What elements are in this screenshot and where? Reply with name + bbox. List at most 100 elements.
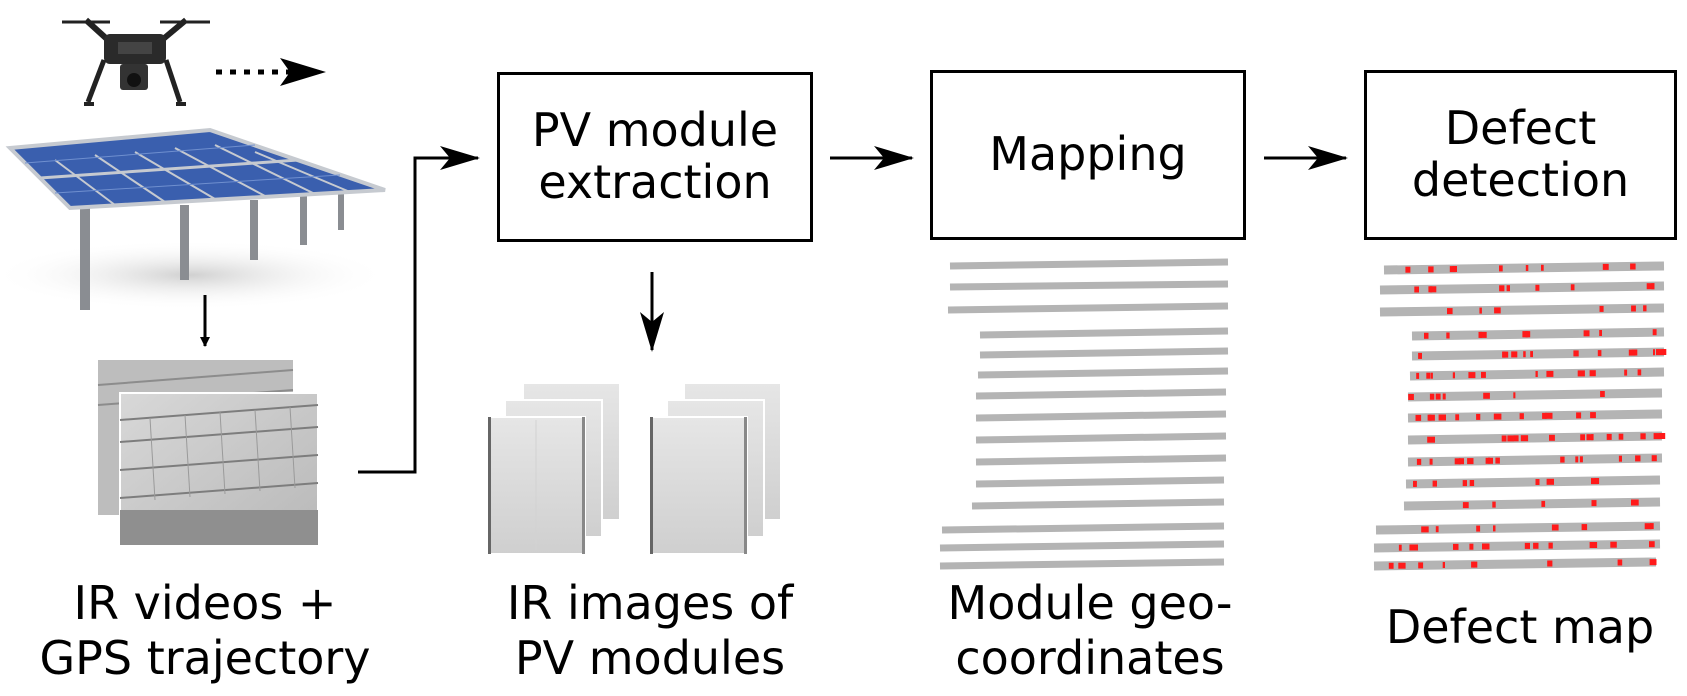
defect-mark — [1533, 542, 1539, 549]
defect-mark — [1471, 561, 1475, 568]
defect-mark — [1583, 330, 1590, 337]
defect-mark — [1591, 478, 1599, 485]
defect-mark — [1545, 412, 1553, 419]
geo-row — [975, 410, 1227, 422]
defect-mark — [1599, 305, 1604, 312]
defect-mark — [1650, 523, 1654, 530]
defect-mark — [1501, 435, 1507, 442]
defect-mark — [1548, 542, 1553, 549]
defect-mark — [1438, 414, 1446, 421]
defect-mark — [1589, 370, 1596, 377]
defect-mark — [1430, 372, 1433, 379]
defect-row — [1379, 303, 1665, 317]
defect-mark — [1428, 266, 1434, 273]
defect-mark — [1661, 349, 1667, 355]
defect-mark — [1499, 285, 1505, 292]
defect-mark — [1418, 562, 1424, 569]
defect-row — [1383, 261, 1665, 275]
defect-mark — [1580, 434, 1585, 441]
caption-ir-videos: IR videos + GPS trajectory — [39, 576, 371, 686]
caption-ir-images: IR images of PV modules — [506, 576, 794, 686]
defect-mark — [1493, 525, 1496, 532]
defect-mark — [1631, 349, 1638, 356]
defect-mark — [1476, 525, 1481, 532]
defect-mark — [1600, 391, 1605, 397]
defect-mark — [1631, 499, 1639, 506]
geo-row — [941, 522, 1225, 534]
defect-mark — [1408, 394, 1414, 400]
geo-row — [939, 558, 1225, 570]
defect-mark — [1426, 372, 1431, 379]
geo-row — [979, 347, 1229, 359]
defect-mark — [1651, 455, 1657, 462]
geo-row — [939, 540, 1225, 552]
defect-row — [1373, 557, 1657, 571]
defect-mark — [1617, 559, 1623, 566]
defect-mark — [1653, 349, 1655, 356]
defect-mark — [1523, 351, 1526, 358]
defect-mark — [1631, 305, 1636, 312]
defect-mark — [1573, 350, 1579, 357]
step-defect-detection: Defect detection — [1364, 70, 1677, 240]
defect-mark — [1495, 457, 1500, 464]
defect-mark — [1482, 543, 1490, 550]
defect-mark — [1513, 435, 1519, 442]
defect-mark — [1519, 413, 1524, 420]
step-detection-label: Defect detection — [1411, 101, 1630, 207]
defect-row — [1375, 521, 1661, 535]
module-image-stack-2 — [649, 382, 782, 555]
defect-mark — [1414, 480, 1417, 487]
defect-mark — [1432, 480, 1437, 487]
defect-row — [1405, 475, 1661, 489]
defect-mark — [1429, 393, 1435, 400]
defect-mark — [1416, 372, 1420, 379]
flight-direction-arrow — [216, 58, 326, 86]
defect-mark — [1599, 330, 1602, 336]
defect-mark — [1421, 526, 1429, 533]
defect-mark — [1502, 351, 1509, 358]
defect-mark — [1610, 541, 1617, 548]
defect-mark — [1493, 413, 1502, 420]
geo-row — [949, 280, 1229, 291]
defect-mark — [1530, 351, 1533, 358]
defect-mark — [1455, 414, 1460, 421]
defect-mark — [1525, 265, 1529, 271]
defect-mark — [1499, 265, 1503, 272]
defect-mark — [1630, 263, 1636, 270]
defect-mark — [1637, 369, 1642, 376]
defect-mark — [1535, 479, 1540, 485]
defect-mark — [1644, 523, 1652, 530]
defect-mark — [1624, 369, 1628, 376]
defect-mark — [1602, 263, 1609, 270]
defect-mark — [1525, 331, 1531, 338]
step-mapping: Mapping — [930, 70, 1246, 240]
defect-mark — [1409, 544, 1414, 551]
defect-mark — [1468, 372, 1476, 379]
defect-mark — [1507, 435, 1514, 442]
step-extraction-label: PV module extraction — [531, 103, 779, 209]
geo-row — [947, 302, 1229, 314]
defect-mark — [1653, 433, 1661, 440]
defect-mark — [1442, 393, 1446, 400]
defect-mark — [1576, 412, 1582, 419]
defect-mark — [1467, 458, 1474, 465]
geo-row — [975, 476, 1225, 488]
defect-mark — [1458, 458, 1464, 465]
defect-mark — [1535, 284, 1540, 291]
defect-mark — [1586, 434, 1594, 441]
module-image-stack-1 — [487, 382, 621, 555]
defect-mark — [1480, 331, 1487, 338]
defect-mark — [1483, 392, 1490, 399]
geo-row — [977, 367, 1229, 379]
caption-defect-map: Defect map — [1385, 600, 1655, 654]
defect-mark — [1511, 351, 1518, 358]
defect-mark — [1424, 332, 1429, 339]
defect-row — [1411, 327, 1665, 341]
defect-mark — [1542, 412, 1547, 419]
defect-mark — [1462, 502, 1469, 509]
defect-mark — [1462, 480, 1467, 487]
defect-mark — [1453, 543, 1459, 550]
defect-mark — [1524, 542, 1530, 549]
caption-geo-coordinates: Module geo- coordinates — [947, 576, 1233, 686]
defect-mark — [1418, 352, 1422, 359]
